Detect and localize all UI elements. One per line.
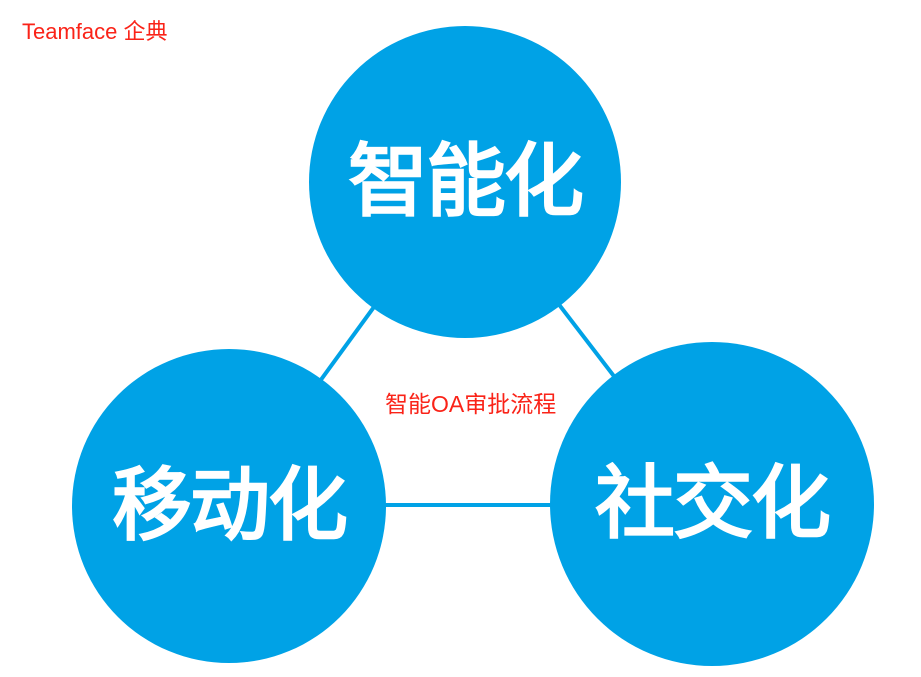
diagram-title: 智能OA审批流程 <box>385 391 557 417</box>
node-social-label: 社交化 <box>595 459 831 548</box>
node-mobile-label: 移动化 <box>112 461 348 550</box>
brand-watermark: Teamface 企典 <box>22 19 168 44</box>
node-social: 社交化 <box>550 342 874 666</box>
node-intelligence: 智能化 <box>309 26 621 338</box>
node-mobile: 移动化 <box>72 349 386 663</box>
node-intelligence-label: 智能化 <box>348 137 584 226</box>
